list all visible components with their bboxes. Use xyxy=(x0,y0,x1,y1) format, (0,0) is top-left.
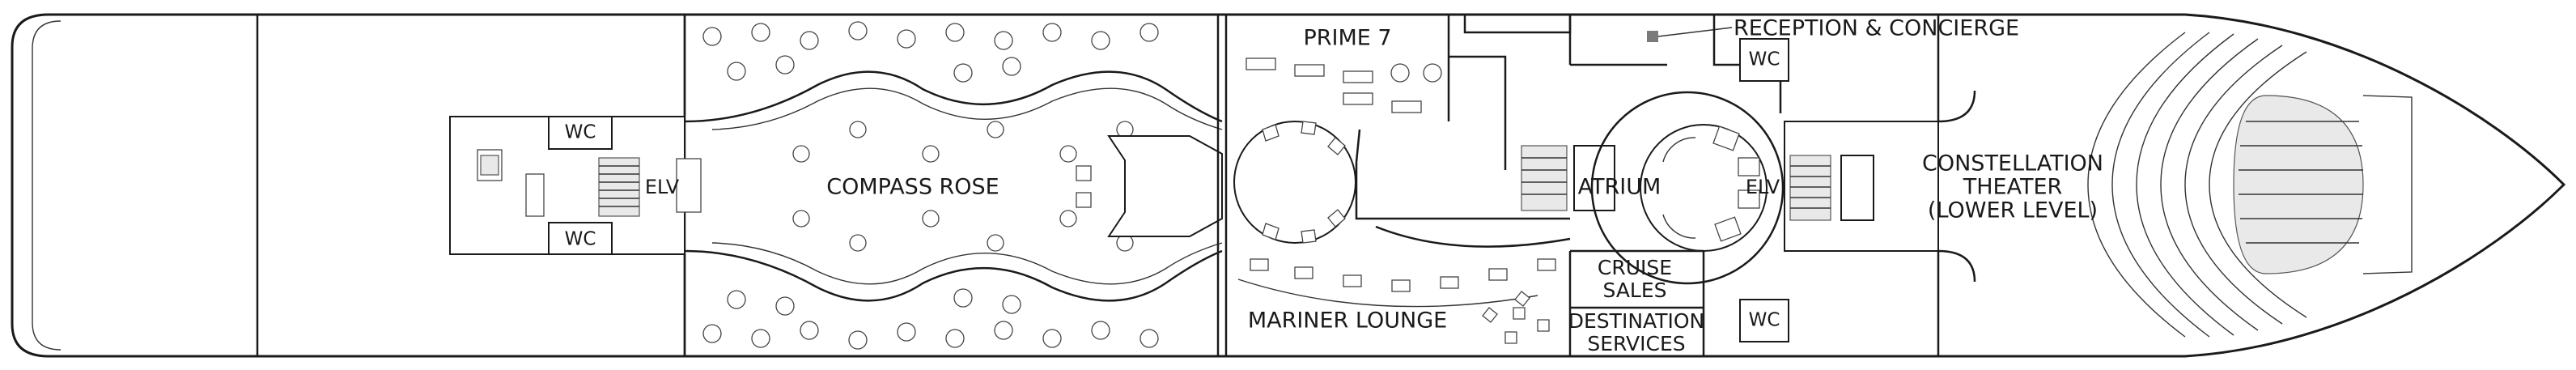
mid-stairwell xyxy=(1521,145,1615,211)
wc-mid-bottom-label: WC xyxy=(1749,310,1780,331)
aft-service-core xyxy=(449,116,702,255)
atrium-label: ATRIUM xyxy=(1578,175,1661,200)
theater-label-line3: (LOWER LEVEL) xyxy=(1928,198,2098,223)
cruise-sales-label-line1: CRUISE xyxy=(1598,256,1672,279)
compass-rose-boundary xyxy=(683,15,1223,356)
wc-mid-top-label: WC xyxy=(1749,49,1780,70)
prime7-area xyxy=(1246,15,1572,170)
wc-aft-top-label: WC xyxy=(565,122,596,143)
fwd-elevator-shaft xyxy=(1840,155,1874,221)
fwd-stairwell xyxy=(1789,155,1831,221)
cruise-sales-label-line2: SALES xyxy=(1602,279,1666,302)
atrium-outer xyxy=(1590,91,1785,285)
theater-label-line2: THEATER xyxy=(1963,175,2063,200)
mariner-lounge-label: MARINER LOUNGE xyxy=(1248,308,1447,334)
mid-lobby-chairs xyxy=(1262,121,1346,244)
elv-fwd-label: ELV xyxy=(1746,176,1780,198)
mid-bar-outline xyxy=(1355,129,1571,248)
compass-rose-label: COMPASS ROSE xyxy=(826,175,999,200)
stern-inner-line xyxy=(32,20,62,351)
aft-stairwell xyxy=(598,157,640,217)
elv-aft-label: ELV xyxy=(645,176,680,198)
mariner-lounge-seating xyxy=(1237,258,1556,344)
atrium-spiral-stair xyxy=(1662,125,1760,242)
theater-label-line1: CONSTELLATION xyxy=(1922,151,2103,176)
destination-label-line1: DESTINATION xyxy=(1568,309,1704,333)
theater-seating xyxy=(2087,32,2307,338)
wc-aft-bottom-label: WC xyxy=(565,229,596,250)
compass-rose-pantry xyxy=(1107,135,1223,237)
reception-marker xyxy=(1647,31,1658,42)
theater-stage xyxy=(2233,95,2413,274)
wc-mid-top-room xyxy=(1739,38,1789,82)
compass-rose-tables xyxy=(702,21,1159,350)
theater-wall xyxy=(1937,15,1976,356)
wc-mid-bottom-room xyxy=(1739,299,1789,342)
reception-label: RECEPTION & CONCIERGE xyxy=(1734,16,2019,41)
compass-rose-inner-wall xyxy=(711,87,1223,285)
prime7-label: PRIME 7 xyxy=(1303,26,1391,51)
service-desk-walls xyxy=(1568,249,1705,356)
reception-leader xyxy=(1657,27,1733,37)
destination-label-line2: SERVICES xyxy=(1587,332,1685,355)
